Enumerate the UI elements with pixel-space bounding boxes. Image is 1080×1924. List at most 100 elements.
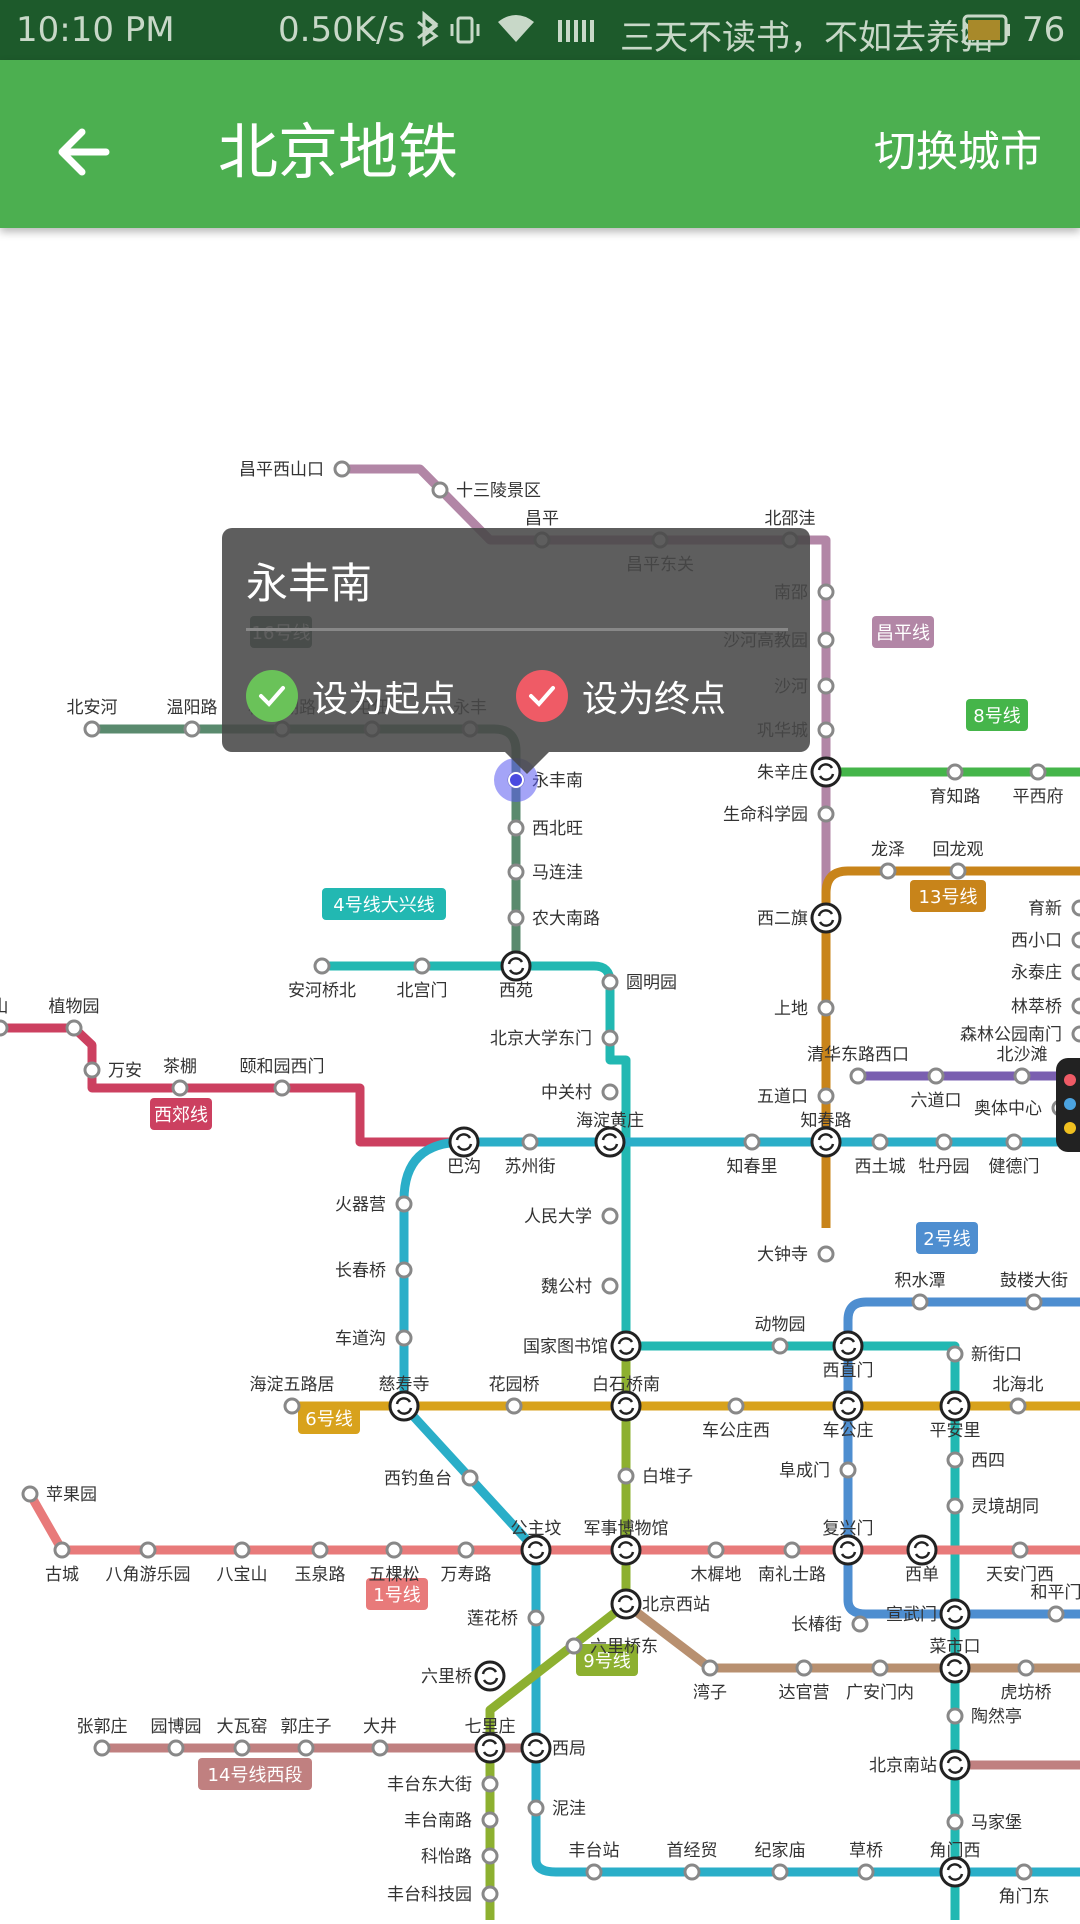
station-巴沟[interactable]: 巴沟 — [447, 1128, 481, 1177]
station-慈寿寺[interactable]: 慈寿寺 — [379, 1375, 430, 1420]
station-军事博物馆[interactable]: 军事博物馆 — [584, 1519, 669, 1564]
station-label: 八角游乐园 — [106, 1565, 191, 1585]
station-label: 上地 — [774, 999, 808, 1019]
station-label: 西二旗 — [757, 909, 808, 929]
station-北京南站[interactable]: 北京南站 — [869, 1751, 969, 1779]
status-speed: 0.50K/s — [278, 10, 405, 50]
station-朱辛庄[interactable]: 朱辛庄 — [757, 758, 840, 786]
floating-toolbar[interactable] — [1056, 1058, 1080, 1152]
station-车公庄[interactable]: 车公庄 — [823, 1392, 874, 1441]
line-label: 2号线 — [923, 1229, 970, 1250]
back-button[interactable] — [44, 112, 124, 192]
station-label: 白堆子 — [642, 1467, 693, 1487]
battery-level: 76 — [1022, 10, 1065, 50]
station-万安[interactable]: 万安 — [85, 1061, 142, 1081]
station-label: 生命科学园 — [723, 805, 808, 825]
station-label: 大瓦窑 — [217, 1717, 268, 1737]
line-label: 4号线大兴线 — [333, 895, 434, 916]
station-七里庄[interactable]: 七里庄 — [465, 1717, 516, 1762]
station-生命科学园[interactable]: 生命科学园 — [723, 805, 833, 825]
station-label: 五棵松 — [369, 1565, 420, 1585]
station-复兴门[interactable]: 复兴门 — [823, 1519, 874, 1564]
station-label: 火器营 — [335, 1195, 386, 1215]
station-label: 广安门内 — [846, 1683, 914, 1703]
station-丰台科技园[interactable]: 丰台科技园 — [387, 1885, 497, 1905]
station-label: 朱辛庄 — [757, 763, 808, 783]
station-知春路[interactable]: 知春路 — [801, 1111, 852, 1156]
station-label: 动物园 — [755, 1315, 806, 1335]
station-label: 车道沟 — [335, 1329, 386, 1349]
station-label: 郭庄子 — [281, 1717, 332, 1737]
station-林萃桥[interactable]: 林萃桥 — [1011, 997, 1080, 1017]
station-label: 古城 — [45, 1565, 79, 1585]
station-西四[interactable]: 西四 — [948, 1451, 1005, 1471]
station-泥洼[interactable]: 泥洼 — [529, 1799, 586, 1819]
station-农大南路[interactable]: 农大南路 — [509, 909, 600, 929]
station-人民大学[interactable]: 人民大学 — [524, 1207, 617, 1227]
station-label: 丰台南路 — [404, 1811, 472, 1831]
station-label: 陶然亭 — [971, 1707, 1022, 1727]
station-西苑[interactable]: 西苑 — [499, 952, 533, 1001]
set-end-button[interactable]: 设为终点 — [516, 666, 726, 726]
station-菜市口[interactable]: 菜市口 — [930, 1637, 981, 1682]
station-label: 西局 — [552, 1739, 586, 1759]
station-中关村[interactable]: 中关村 — [541, 1083, 617, 1103]
station-宣武门[interactable]: 宣武门 — [886, 1600, 969, 1628]
station-label: 平西府 — [1013, 787, 1064, 807]
station-label: 知春路 — [801, 1111, 852, 1131]
station-label: 科怡路 — [421, 1847, 472, 1867]
station-西局[interactable]: 西局 — [522, 1734, 586, 1762]
station-昌平西山口[interactable]: 昌平西山口 — [239, 460, 349, 480]
station-label: 玉泉路 — [295, 1565, 346, 1585]
station-海淀黄庄[interactable]: 海淀黄庄 — [576, 1111, 644, 1156]
station-上地[interactable]: 上地 — [774, 999, 833, 1019]
subway-map[interactable]: 昌平线16号线8号线13号线4号线大兴线西郊线2号线6号线1号线9号线14号线西… — [0, 228, 1080, 1920]
subway-map-canvas[interactable]: 昌平线16号线8号线13号线4号线大兴线西郊线2号线6号线1号线9号线14号线西… — [0, 228, 1080, 1920]
station-公主坟[interactable]: 公主坟 — [511, 1519, 562, 1564]
station-国家图书馆[interactable]: 国家图书馆 — [523, 1332, 640, 1360]
selected-station-dot — [509, 773, 523, 787]
station-育新[interactable]: 育新 — [1028, 899, 1080, 919]
station-popup: 永丰南 设为起点 设为终点 — [222, 528, 810, 752]
station-label: 六道口 — [911, 1091, 962, 1111]
station-label: 积水潭 — [895, 1271, 946, 1291]
station-label: 马连洼 — [532, 863, 583, 883]
station-西单[interactable]: 西单 — [905, 1536, 939, 1585]
station-平安里[interactable]: 平安里 — [930, 1392, 981, 1441]
station-大钟寺[interactable]: 大钟寺 — [757, 1245, 833, 1265]
station-label: 魏公村 — [541, 1277, 592, 1297]
switch-city-button[interactable]: 切换城市 — [874, 118, 1042, 179]
station-永泰庄[interactable]: 永泰庄 — [1011, 963, 1080, 983]
station-森林公园南门[interactable]: 森林公园南门 — [960, 1025, 1080, 1045]
blue-dot-icon — [1064, 1098, 1076, 1110]
station-label: 丰台站 — [569, 1841, 620, 1861]
station-label: 车公庄西 — [702, 1421, 770, 1441]
station-丰台东大街[interactable]: 丰台东大街 — [387, 1775, 497, 1795]
station-label: 和平门 — [1031, 1583, 1080, 1603]
station-label: 昌平西山口 — [239, 460, 324, 480]
station-label: 八宝山 — [217, 1565, 268, 1585]
station-灵境胡同[interactable]: 灵境胡同 — [948, 1497, 1039, 1517]
station-label: 五道口 — [757, 1087, 808, 1107]
station-北京大学东门[interactable]: 北京大学东门 — [490, 1029, 617, 1049]
station-奥体中心[interactable]: 奥体中心 — [974, 1099, 1067, 1119]
station-西小口[interactable]: 西小口 — [1011, 931, 1080, 951]
station-山[interactable]: 山 — [0, 997, 9, 1035]
line-track — [0, 1028, 464, 1142]
station-魏公村[interactable]: 魏公村 — [541, 1277, 617, 1297]
station-六里桥[interactable]: 六里桥 — [421, 1662, 504, 1690]
set-start-button[interactable]: 设为起点 — [246, 666, 456, 726]
station-北京西站[interactable]: 北京西站 — [612, 1590, 710, 1618]
station-角门西[interactable]: 角门西 — [930, 1841, 981, 1886]
station-西直门[interactable]: 西直门 — [823, 1332, 874, 1381]
station-西二旗[interactable]: 西二旗 — [757, 904, 840, 932]
station-label: 马家堡 — [971, 1813, 1022, 1833]
station-丰台南路[interactable]: 丰台南路 — [404, 1811, 497, 1831]
station-白石桥南[interactable]: 白石桥南 — [592, 1375, 660, 1420]
vibrate-icon — [458, 18, 472, 42]
station-label: 林萃桥 — [1011, 997, 1062, 1017]
station-长椿街[interactable]: 长椿街 — [791, 1615, 867, 1635]
station-label: 颐和园西门 — [240, 1057, 325, 1077]
station-label: 长春桥 — [335, 1261, 386, 1281]
line-label: 13号线 — [919, 887, 978, 908]
